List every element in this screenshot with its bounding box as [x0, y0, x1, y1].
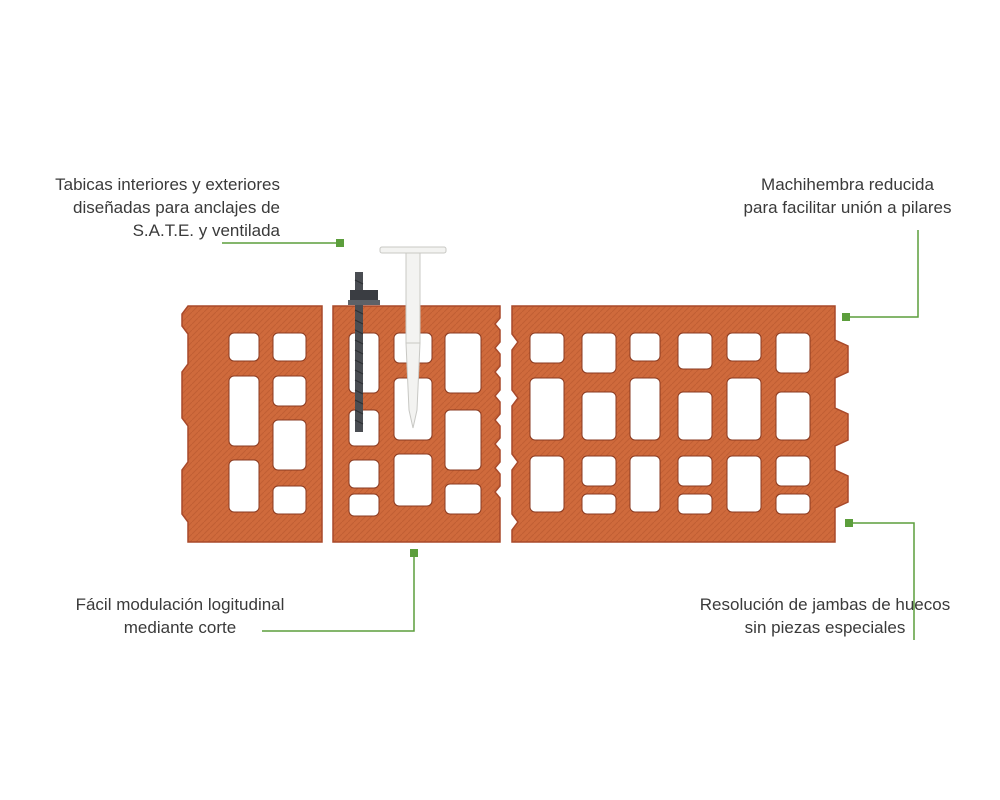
annotation-line: mediante corte: [123, 618, 237, 637]
leader-lines: [222, 230, 919, 640]
annotation-jambs: Resolución de jambas de huecos sin pieza…: [670, 593, 980, 639]
annotation-line: sin piezas especiales: [744, 618, 906, 637]
annotation-line: Tabicas interiores y exteriores: [55, 175, 280, 194]
annotation-line: Fácil modulación logitudinal: [75, 595, 285, 614]
annotation-sate-anchors: Tabicas interiores y exteriores diseñada…: [10, 173, 280, 242]
brick-piece-left: [181, 305, 323, 543]
annotation-line: diseñadas para anclajes de: [73, 198, 280, 217]
brick-piece-middle: [332, 305, 501, 543]
leader-markers: [336, 239, 853, 557]
threaded-bolt-icon: [348, 272, 380, 432]
annotation-tongue-groove: Machihembra reducida para facilitar unió…: [715, 173, 980, 219]
annotation-line: Resolución de jambas de huecos: [699, 595, 951, 614]
annotation-line: S.A.T.E. y ventilada: [132, 221, 280, 240]
brick-piece-right: [511, 305, 849, 543]
annotation-line: para facilitar unión a pilares: [743, 198, 952, 217]
leader-bottom-right: [849, 522, 915, 640]
plastic-insulation-anchor-icon: [379, 246, 447, 429]
leader-top-right: [846, 230, 919, 318]
leader-bottom-left: [262, 553, 415, 632]
annotation-line: Machihembra reducida: [761, 175, 934, 194]
annotation-modulation: Fácil modulación logitudinal mediante co…: [45, 593, 315, 639]
